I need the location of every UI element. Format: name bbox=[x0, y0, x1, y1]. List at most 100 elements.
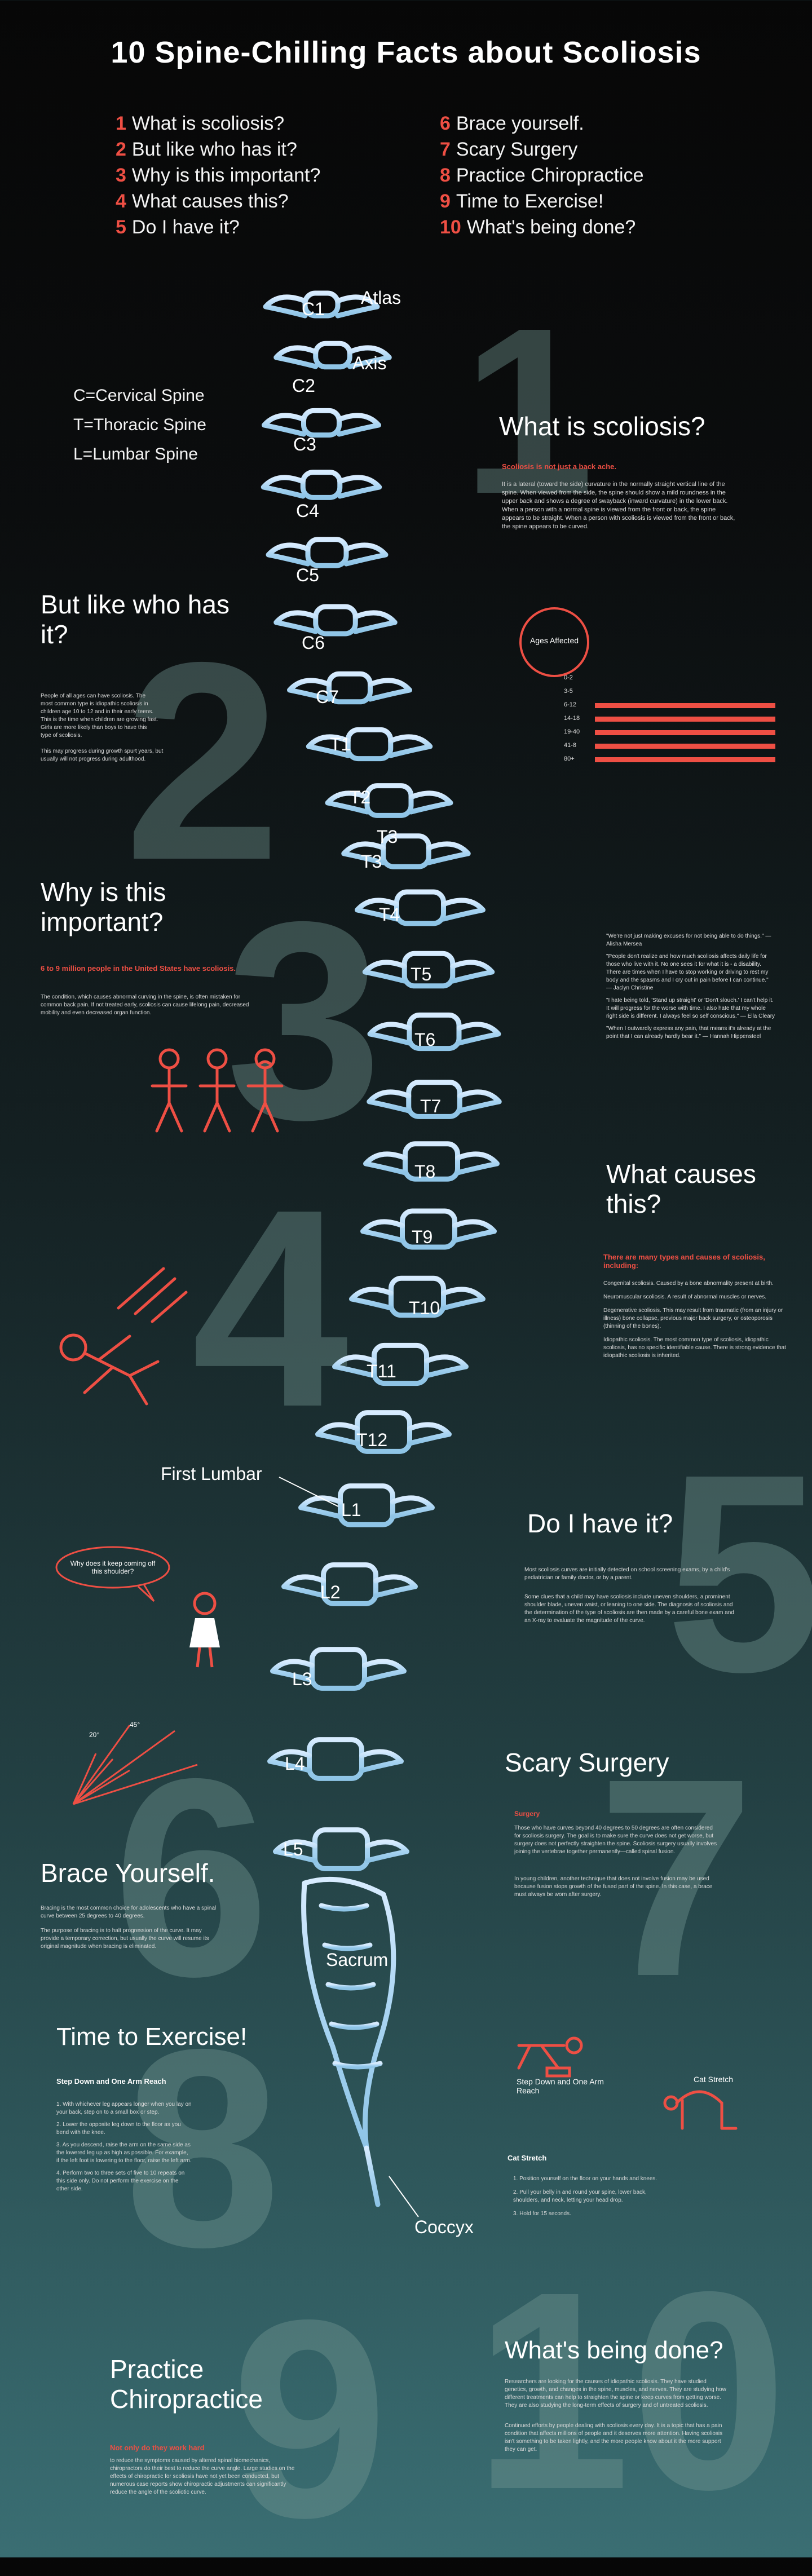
vertebra-body bbox=[345, 727, 394, 762]
vertebra-body bbox=[407, 1012, 462, 1051]
section-8-heading: Time to Exercise! bbox=[56, 2023, 248, 2051]
vertebra-process bbox=[273, 1839, 409, 1863]
vertebra-process bbox=[341, 841, 471, 865]
cause-item: Congenital scoliosis. Caused by a bone a… bbox=[603, 1280, 774, 1287]
vertebra-process bbox=[287, 678, 412, 702]
section-number-2: 2 bbox=[124, 603, 281, 918]
vertebra-body bbox=[313, 604, 358, 637]
vertebra-body bbox=[381, 833, 431, 869]
section-6-body: Bracing is the most common choice for ad… bbox=[41, 1905, 217, 1919]
age-row-label: 14-18 bbox=[564, 715, 580, 722]
vertebra-body bbox=[321, 1562, 378, 1606]
label-t12: T12 bbox=[356, 1430, 388, 1450]
sacrum-ridge bbox=[325, 1982, 376, 1991]
vertebra-process bbox=[270, 1659, 407, 1683]
label-l1: L1 bbox=[341, 1500, 361, 1520]
section-9-sub: Not only do they work hard bbox=[110, 2444, 205, 2452]
age-row-label: 19-40 bbox=[564, 728, 580, 735]
stick-figures-icon bbox=[151, 1048, 284, 1133]
vertebra-process bbox=[281, 1574, 418, 1598]
vertebra-body bbox=[312, 1827, 370, 1871]
vertebra-body bbox=[400, 1208, 457, 1250]
label-c5: C5 bbox=[296, 565, 319, 585]
exercise-step: 2. Lower the opposite leg down to the fl… bbox=[56, 2122, 181, 2136]
vertebra-process bbox=[355, 898, 486, 922]
label-l2: L2 bbox=[320, 1582, 341, 1602]
label-sacrum: Sacrum bbox=[326, 1950, 389, 1970]
step-down-figure-icon bbox=[517, 2036, 583, 2078]
sacrum-ridge bbox=[329, 2021, 379, 2030]
vertebra-process bbox=[273, 610, 398, 634]
first-lumbar-pointer bbox=[279, 1477, 339, 1507]
label-l3: L3 bbox=[292, 1669, 312, 1689]
vertebra-process bbox=[360, 1219, 497, 1243]
section-number-5: 5 bbox=[665, 1415, 812, 1730]
cause-item: Idiopathic scoliosis. The most common ty… bbox=[603, 1337, 786, 1359]
label-t3a: T3 bbox=[377, 827, 398, 847]
falling-figure-icon bbox=[59, 1267, 188, 1406]
vertebra-body bbox=[406, 1080, 462, 1119]
exercise-step: 1. With whichever leg appears longer whe… bbox=[56, 2101, 192, 2115]
age-row-bar bbox=[595, 744, 775, 749]
vertebra-body bbox=[300, 470, 343, 500]
exercise-step: 1. Position yourself on the floor on you… bbox=[513, 2176, 657, 2182]
section-6-body-2: The purpose of bracing is to halt progre… bbox=[41, 1928, 209, 1950]
vertebra-body bbox=[372, 1342, 429, 1386]
label-c3: C3 bbox=[293, 434, 316, 454]
legend-thoracic: T=Thoracic Spine bbox=[73, 416, 206, 434]
label-t5: T5 bbox=[411, 964, 432, 984]
figure-caption-cat-stretch: Cat Stretch bbox=[694, 2075, 734, 2084]
exercise-step: 3. As you descend, raise the arm on the … bbox=[56, 2142, 192, 2164]
section-9-body: to reduce the symptoms caused by altered… bbox=[110, 2458, 295, 2495]
exercise-2-title: Cat Stretch bbox=[508, 2154, 547, 2162]
vertebra-body bbox=[305, 537, 349, 568]
label-t8: T8 bbox=[414, 1161, 436, 1182]
exercise-2-steps: 1. Position yourself on the floor on you… bbox=[513, 2175, 671, 2218]
angle-label-45: 45° bbox=[130, 1721, 140, 1729]
section-number-8: 8 bbox=[124, 1990, 281, 2305]
section-10-body: Researchers are looking for the causes o… bbox=[505, 2379, 726, 2409]
section-number-7: 7 bbox=[598, 1720, 755, 2035]
child-figure-icon bbox=[189, 1592, 220, 1668]
section-number-3: 3 bbox=[226, 863, 383, 1178]
age-row-label: 3-5 bbox=[564, 688, 573, 695]
section-2-body-2: This may progress during growth spurt ye… bbox=[41, 748, 164, 762]
exercise-step: 2. Pull your belly in and round your spi… bbox=[513, 2189, 647, 2203]
section-10-heading: What's being done? bbox=[505, 2336, 723, 2364]
label-t1: T1 bbox=[330, 734, 351, 754]
label-t9: T9 bbox=[412, 1227, 433, 1247]
age-row-label: 41-8 bbox=[564, 742, 577, 749]
vertebra-process bbox=[298, 1495, 435, 1519]
vertebra-body bbox=[355, 1410, 412, 1454]
spine-illustration bbox=[261, 290, 502, 2207]
figure-caption-step-down: Step Down and One Arm Reach bbox=[517, 2077, 604, 2095]
curve-angle-diagram bbox=[72, 1725, 198, 1805]
spine-legend: C=Cervical Spine T=Thoracic Spine L=Lumb… bbox=[73, 381, 206, 469]
vertebra-process bbox=[306, 734, 433, 758]
quotes-block: "We're not just making excuses for not b… bbox=[606, 933, 775, 1041]
vertebra-process bbox=[367, 1022, 501, 1046]
section-5-heading: Do I have it? bbox=[527, 1509, 673, 1538]
section-4-sub: There are many types and causes of scoli… bbox=[603, 1253, 765, 1270]
vertebra-process bbox=[349, 1287, 486, 1311]
vertebra-body bbox=[307, 1737, 364, 1781]
vertebra-body bbox=[301, 408, 342, 438]
section-3-heading: Why is this important? bbox=[41, 877, 166, 936]
label-c4: C4 bbox=[296, 501, 319, 521]
label-c7: C7 bbox=[316, 687, 339, 707]
vertebra-body bbox=[326, 671, 373, 705]
label-c1: C1 bbox=[302, 299, 325, 319]
section-4-heading: What causes this? bbox=[606, 1159, 756, 1218]
